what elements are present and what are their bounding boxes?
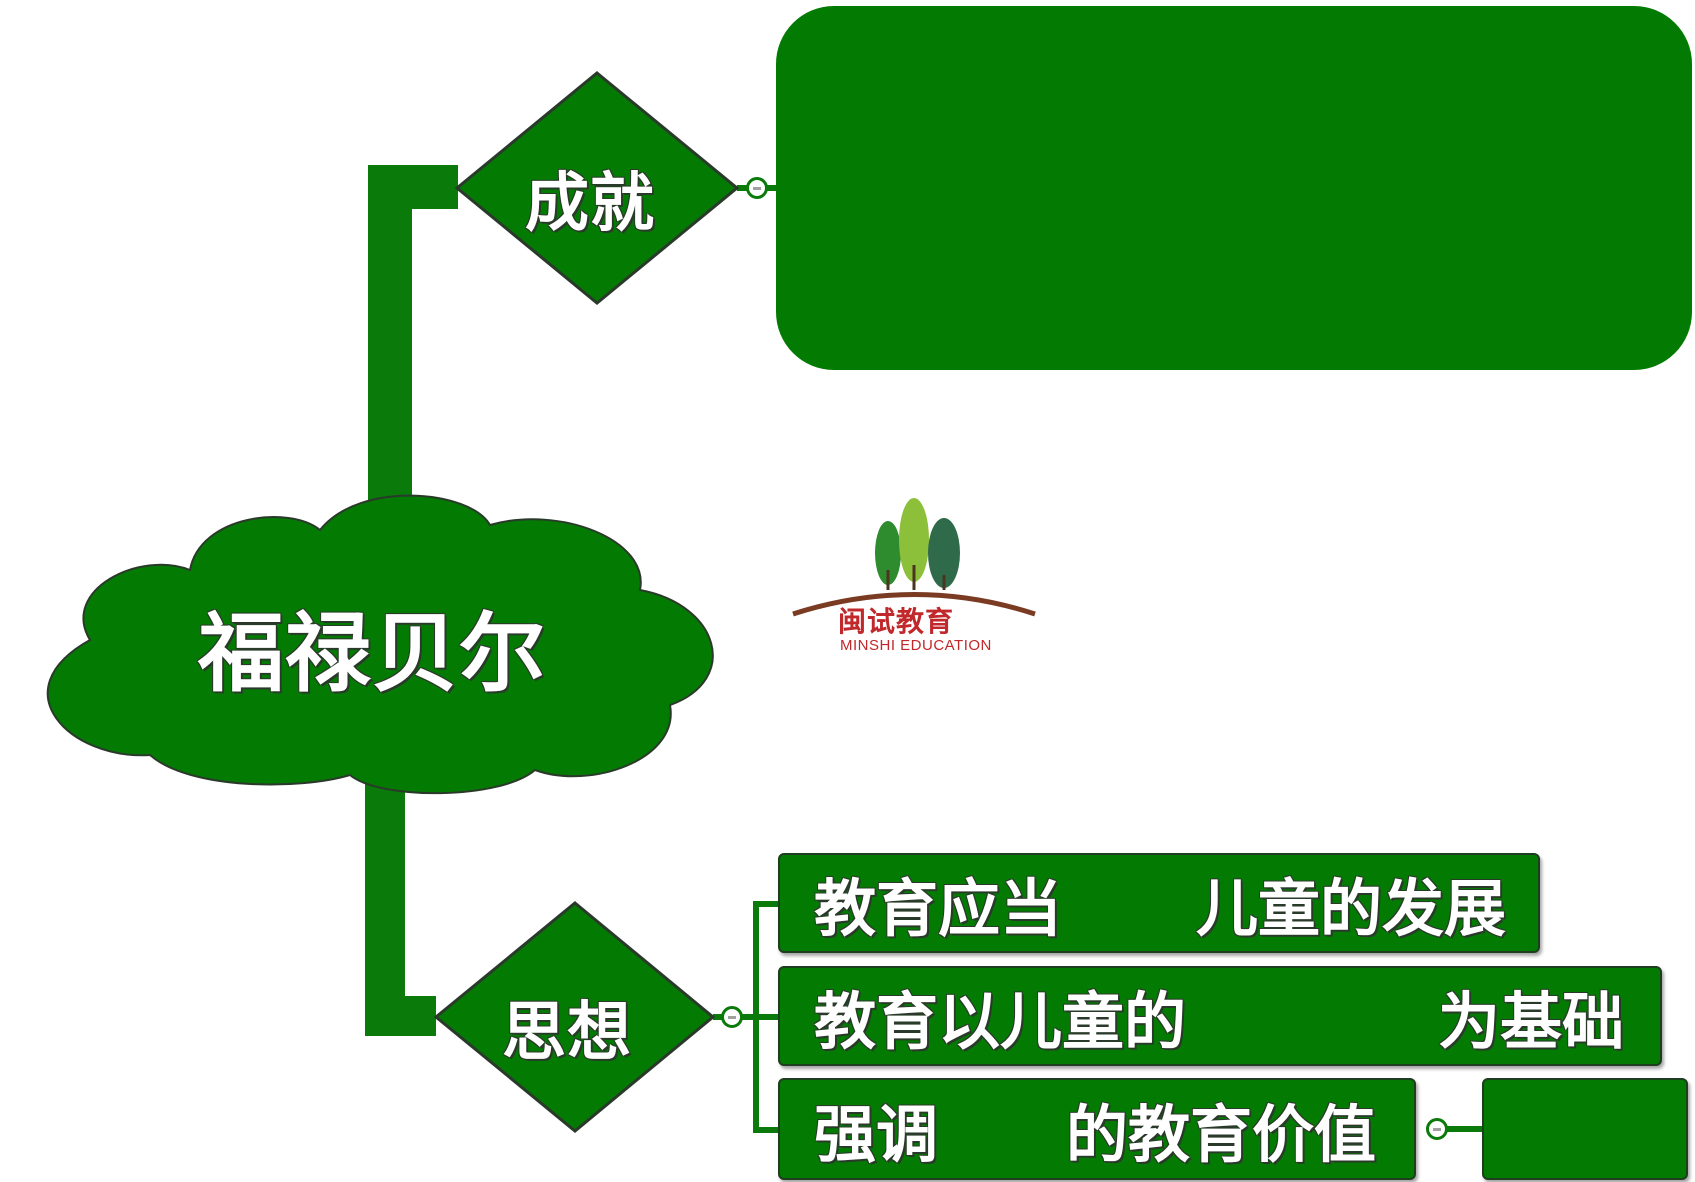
root-label: 福禄贝尔 [198, 604, 546, 704]
thought-item-1-right: 儿童的发展 [1196, 872, 1507, 945]
logo-name-en: MINSHI EDUCATION [840, 637, 992, 654]
thought-item-2-right: 为基础 [1438, 985, 1625, 1058]
logo-trees [792, 498, 1036, 617]
achievement-diamond [454, 71, 740, 305]
thought-item-2[interactable]: 教育以儿童的 为基础 [778, 966, 1662, 1066]
thought-bracket [753, 901, 780, 1133]
thought-item-3-right: 的教育价值 [1066, 1098, 1377, 1171]
third-thought-collapse-toggle[interactable] [1426, 1118, 1448, 1140]
connector-root-thought [365, 760, 436, 1036]
thought-diamond [433, 901, 716, 1133]
branch-thought-label: 思想 [502, 996, 632, 1070]
thought-item-2-left: 教育以儿童的 [814, 985, 1187, 1058]
thought-collapse-toggle[interactable] [721, 1006, 743, 1028]
achievement-collapse-toggle[interactable] [746, 177, 768, 199]
third-thought-child-box [1482, 1078, 1688, 1180]
branch-achievement-label: 成就 [525, 167, 655, 241]
thought-item-1[interactable]: 教育应当 儿童的发展 [778, 853, 1540, 953]
thought-item-3-left: 强调 [814, 1098, 939, 1171]
root-cloud [46, 494, 714, 795]
thought-item-1-left: 教育应当 [814, 872, 1063, 945]
connector-root-achievement [368, 165, 458, 500]
achievement-content-box [776, 6, 1692, 370]
logo-name-cn: 闽试教育 [838, 605, 955, 638]
thought-item-3[interactable]: 强调 的教育价值 [778, 1078, 1416, 1180]
